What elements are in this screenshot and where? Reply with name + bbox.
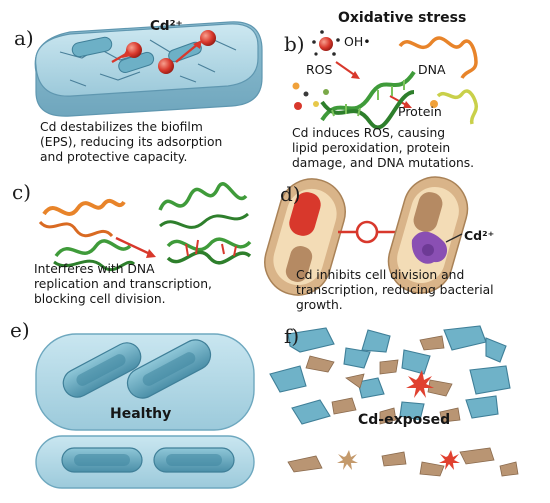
inhibit-symbol: [338, 220, 396, 244]
caption-line: Cd inhibits cell division and: [296, 268, 465, 282]
ros-particles: [292, 30, 438, 110]
panel-c-caption: Interferes with DNA replication and tran…: [34, 262, 212, 307]
panel-b-label: b): [284, 32, 305, 56]
panel-d-label: d): [280, 182, 301, 206]
dna-green-coil-left: [53, 239, 136, 272]
interference-arrow: [115, 236, 156, 258]
healthy-label: Healthy: [110, 406, 172, 422]
panel-a-label: a): [14, 26, 34, 50]
caption-line: damage, and DNA mutations.: [292, 156, 475, 170]
dna-label: DNA: [418, 62, 446, 77]
healthy-plate-top: [35, 333, 255, 431]
protein-squiggle: [436, 89, 479, 125]
caption-line: transcription, reducing bacterial: [296, 283, 494, 297]
healthy-plate-bottom: [35, 435, 255, 489]
dna-green-coil-top: [158, 182, 249, 229]
caption-line: Cd induces ROS, causing: [292, 126, 446, 140]
cd-exposed-label: Cd-exposed: [358, 412, 451, 428]
panel-d-caption: Cd inhibits cell division and transcript…: [296, 268, 494, 313]
panel-f-label: f): [284, 324, 300, 348]
dna-broken-helix: [166, 237, 252, 265]
dna-helix-green: [320, 70, 416, 130]
caption-line: blocking cell division.: [34, 292, 166, 306]
rupture-bursts: [337, 370, 460, 470]
caption-line: Interferes with DNA: [34, 262, 155, 276]
dna-orange-coil: [38, 198, 126, 238]
biofilm-slab: [34, 21, 263, 117]
panel-b-caption: Cd induces ROS, causing lipid peroxidati…: [292, 126, 474, 171]
hydroxyl-radical-label: OH•: [344, 34, 371, 49]
panel-b-title: Oxidative stress: [338, 10, 467, 26]
panel-e-label: e): [10, 318, 30, 342]
cadmium-ion-label: Cd²⁺: [150, 18, 183, 34]
cell-left: [264, 178, 346, 296]
caption-line: (EPS), reducing its adsorption: [40, 135, 223, 149]
damaged-bacteria: [269, 325, 511, 425]
cell-debris: [287, 335, 519, 477]
protein-label: Protein: [398, 104, 442, 119]
panel-c-label: c): [12, 180, 32, 204]
cadmium-ions: [111, 30, 216, 74]
caption-line: Cd destabilizes the biofilm: [40, 120, 203, 134]
caption-line: growth.: [296, 298, 343, 312]
cell-right: [387, 176, 469, 294]
caption-line: lipid peroxidation, protein: [292, 141, 451, 155]
ros-label: ROS: [306, 62, 333, 77]
dna-strand-orange: [398, 36, 478, 79]
panel-a-caption: Cd destabilizes the biofilm (EPS), reduc…: [40, 120, 222, 165]
cadmium-ion-label-d: Cd²⁺: [464, 228, 495, 243]
caption-line: and protective capacity.: [40, 150, 188, 164]
caption-line: replication and transcription,: [34, 277, 212, 291]
